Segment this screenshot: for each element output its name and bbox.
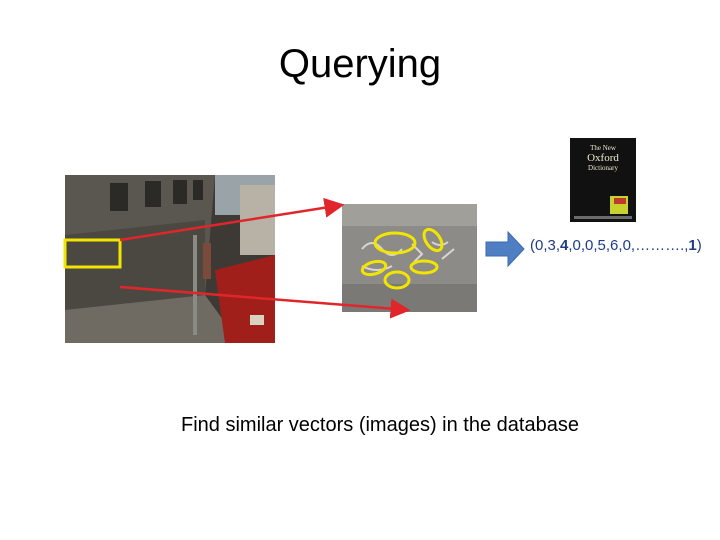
vector-prefix: (0,3, <box>530 237 561 254</box>
book-line-3: Dictionary <box>588 164 618 172</box>
book-decoration <box>574 196 632 219</box>
vector-suffix: ) <box>696 237 702 254</box>
book-line-1: The New <box>590 144 616 152</box>
vector-middle: ,0,0,5,6,0,………., <box>568 237 689 254</box>
feature-ellipse <box>373 231 417 255</box>
feature-ellipse <box>360 259 388 277</box>
street-photo <box>65 175 275 343</box>
vector-bold-a: 4 <box>560 237 569 254</box>
selection-box <box>63 238 122 269</box>
slide-title: Querying <box>278 42 442 86</box>
feature-ellipse <box>422 227 444 253</box>
feature-ellipse <box>409 259 439 275</box>
vector-bold-b: 1 <box>688 237 697 254</box>
feature-ellipse <box>383 270 411 290</box>
slide-caption: Find similar vectors (images) in the dat… <box>181 414 579 436</box>
feature-vector-text: (0,3,4,0,0,5,6,0,……….,1) <box>530 237 702 254</box>
block-arrow-right <box>485 230 525 268</box>
top-red-arrow <box>119 197 345 242</box>
book-line-2: Oxford <box>587 152 619 164</box>
bottom-red-arrow <box>119 285 411 319</box>
dictionary-book-image: The New Oxford Dictionary <box>570 138 636 222</box>
street-photo-drawing <box>65 175 275 343</box>
